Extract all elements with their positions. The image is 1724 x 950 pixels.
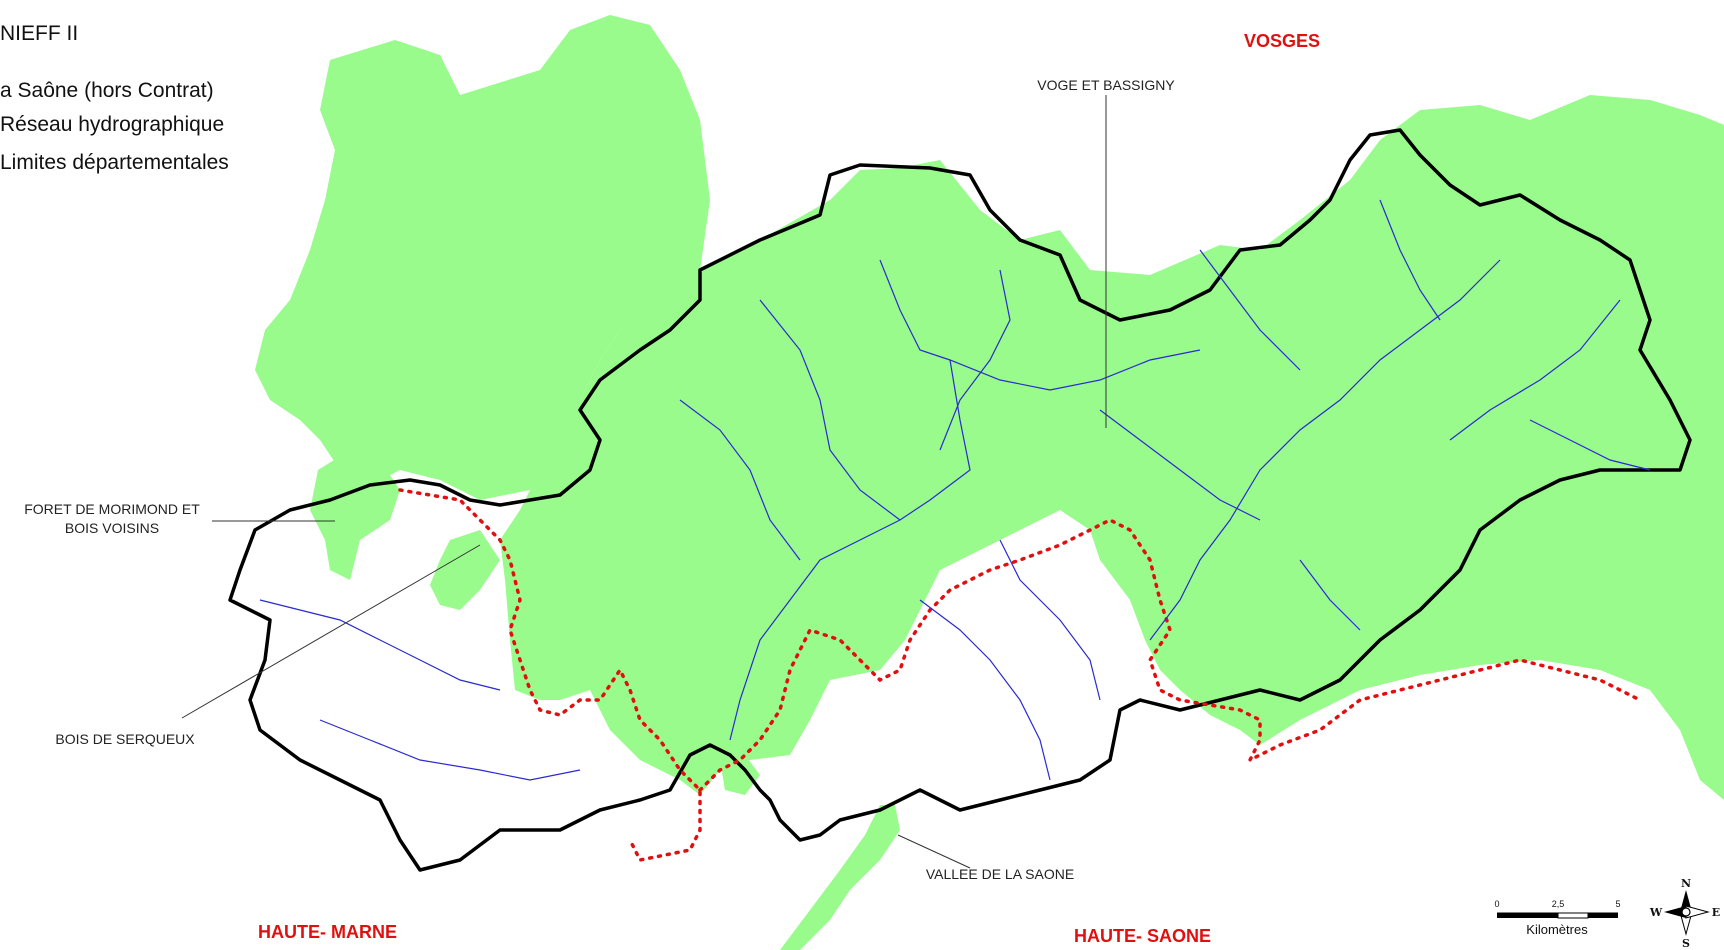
zone-label-vallee-saone: VALLEE DE LA SAONE — [926, 866, 1074, 882]
river-1 — [729, 359, 971, 741]
river-7 — [759, 299, 901, 521]
compass-icon: N S E W — [1649, 877, 1720, 950]
legend-item-hydro: Réseau hydrographique — [0, 113, 224, 136]
zone-label-voge-bassigny: VOGE ET BASSIGNY — [1037, 77, 1175, 93]
zone-vallee-saone — [780, 805, 900, 950]
river-2 — [939, 269, 1011, 451]
scale-segment-3 — [1588, 913, 1618, 918]
legend: NIEFF II a Saône (hors Contrat) Réseau h… — [0, 22, 229, 174]
zone-small-south — [720, 755, 760, 795]
dept-label-vosges: VOSGES — [1244, 31, 1320, 51]
scale-bar: 0 2,5 5 Kilomètres — [1494, 899, 1620, 937]
scale-unit-label: Kilomètres — [1526, 922, 1588, 937]
scale-tick-0: 0 — [1494, 899, 1499, 909]
river-15 — [1199, 249, 1301, 371]
river-3 — [879, 259, 1201, 391]
river-14 — [999, 539, 1101, 701]
compass-center — [1681, 907, 1691, 917]
scale-tick-5: 5 — [1615, 899, 1620, 909]
river-4 — [1149, 259, 1501, 641]
compass-label-e: E — [1712, 906, 1720, 919]
scale-tick-2-5: 2,5 — [1552, 899, 1565, 909]
zone-label-morimond-2: BOIS VOISINS — [65, 520, 159, 536]
river-16 — [1529, 419, 1651, 471]
legend-title-fragment: NIEFF II — [0, 22, 78, 45]
river-9 — [1099, 409, 1261, 521]
znieff-zones — [255, 15, 1724, 950]
river-8 — [679, 399, 801, 561]
compass-label-n: N — [1681, 877, 1691, 890]
compass-west-point — [1664, 906, 1686, 918]
leader-lines — [181, 95, 1107, 869]
zone-label-serqueux: BOIS DE SERQUEUX — [55, 731, 195, 747]
compass-label-w: W — [1649, 906, 1663, 919]
river-5 — [1449, 299, 1621, 441]
river-12 — [319, 719, 581, 781]
legend-item-saone: a Saône (hors Contrat) — [0, 79, 214, 102]
boundary-main — [228, 128, 1692, 872]
zone-bois-serqueux — [430, 530, 500, 610]
department-boundaries — [228, 128, 1692, 872]
river-11 — [259, 599, 501, 691]
contract-limit — [398, 488, 1642, 862]
dept-label-haute-saone: HAUTE- SAONE — [1074, 926, 1211, 946]
contract-limit-line — [398, 488, 1642, 862]
zone-label-morimond-1: FORET DE MORIMOND ET — [24, 501, 200, 517]
river-13 — [919, 599, 1051, 781]
river-10 — [1299, 559, 1361, 631]
river-network — [259, 199, 1651, 781]
scale-segment-1 — [1497, 913, 1558, 918]
zone-voge-bassigny — [500, 95, 1724, 800]
leader-vallee-saone — [897, 834, 971, 869]
river-6 — [1379, 199, 1441, 321]
compass-label-s: S — [1682, 937, 1690, 950]
dept-label-haute-marne: HAUTE- MARNE — [258, 922, 397, 942]
zone-north-west — [255, 15, 710, 500]
legend-item-limites: Limites départementales — [0, 151, 229, 174]
leader-serqueux — [181, 544, 481, 719]
scale-segment-2 — [1557, 912, 1589, 919]
